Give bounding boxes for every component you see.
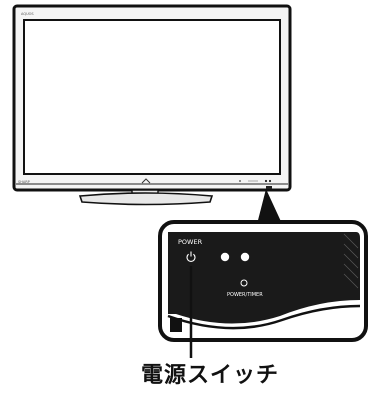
tv-brand-small: AQUOS — [21, 12, 34, 16]
power-icon — [186, 251, 196, 262]
chevron-up-icon — [141, 178, 151, 184]
tv-stand-base — [78, 192, 214, 206]
power-timer-lamp — [240, 279, 248, 287]
indicator-lamp — [220, 252, 230, 262]
front-indicators — [239, 179, 272, 183]
tv-screen — [23, 19, 281, 175]
indicator-lamp — [240, 252, 250, 262]
magnified-panel: POWER POWER/TIMER — [158, 220, 368, 342]
bezel-power-button — [266, 186, 272, 189]
callout-pointer — [256, 189, 284, 228]
tv-logo-small: SHARP — [18, 180, 30, 184]
panel-power-timer-label: POWER/TIMER — [227, 292, 263, 298]
power-switch-label: 電源スイッチ — [140, 363, 279, 388]
panel-power-label: POWER — [178, 238, 203, 246]
